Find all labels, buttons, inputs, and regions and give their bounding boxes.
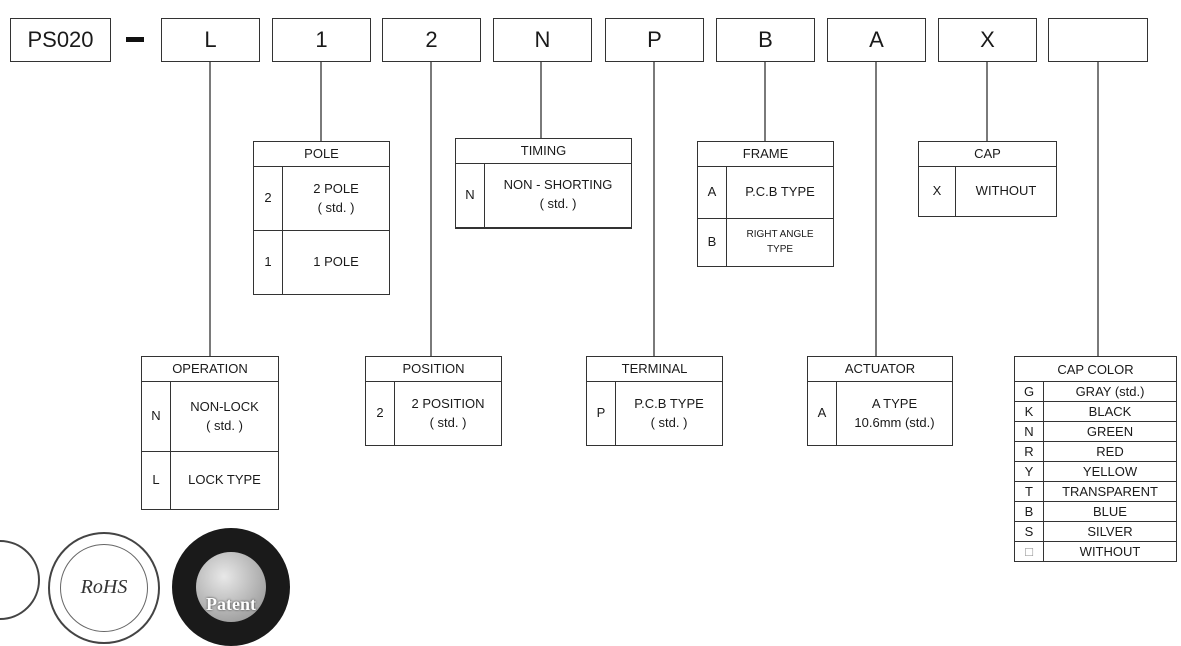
code-box-cap-color <box>1048 18 1148 62</box>
terminal-table: TERMINAL P P.C.B TYPE( std. ) <box>586 356 723 446</box>
code-box-cap: X <box>938 18 1037 62</box>
color-code: K <box>1014 401 1044 422</box>
operation-desc: LOCK TYPE <box>170 451 279 510</box>
timing-code: N <box>455 163 485 228</box>
code-box-actuator: A <box>827 18 926 62</box>
code-box-pole: 1 <box>272 18 371 62</box>
operation-code: L <box>141 451 171 510</box>
separator-dash <box>126 37 144 42</box>
position-desc: 2 POSITION( std. ) <box>394 381 502 446</box>
terminal-desc: P.C.B TYPE( std. ) <box>615 381 723 446</box>
color-code: B <box>1014 501 1044 522</box>
frame-desc: P.C.B TYPE <box>726 166 834 219</box>
code-box-timing: N <box>493 18 592 62</box>
timing-table: TIMING N NON - SHORTING( std. ) <box>455 138 632 229</box>
cap-color-title: CAP COLOR <box>1014 356 1177 382</box>
position-title: POSITION <box>365 356 502 382</box>
pole-title: POLE <box>253 141 390 167</box>
color-code: Y <box>1014 461 1044 482</box>
color-desc: SILVER <box>1043 521 1177 542</box>
position-code: 2 <box>365 381 395 446</box>
timing-title: TIMING <box>455 138 632 164</box>
color-desc: BLUE <box>1043 501 1177 522</box>
frame-title: FRAME <box>697 141 834 167</box>
patent-seal-label: Patent <box>206 594 256 614</box>
color-desc: TRANSPARENT <box>1043 481 1177 502</box>
terminal-code: P <box>586 381 616 446</box>
color-code: T <box>1014 481 1044 502</box>
patent-seal-logo: Patent <box>172 528 290 646</box>
pole-code: 2 <box>253 166 283 231</box>
rohs-seal-label: RoHS <box>80 576 128 598</box>
pole-table: POLE 2 2 POLE( std. ) 1 1 POLE <box>253 141 390 295</box>
color-code: G <box>1014 381 1044 402</box>
pole-code: 1 <box>253 230 283 295</box>
color-desc: RED <box>1043 441 1177 462</box>
code-box-terminal: P <box>605 18 704 62</box>
color-code: S <box>1014 521 1044 542</box>
position-table: POSITION 2 2 POSITION( std. ) <box>365 356 502 446</box>
color-desc: YELLOW <box>1043 461 1177 482</box>
frame-code: A <box>697 166 727 219</box>
color-desc: BLACK <box>1043 401 1177 422</box>
color-code: R <box>1014 441 1044 462</box>
actuator-code: A <box>807 381 837 446</box>
color-desc: GRAY (std.) <box>1043 381 1177 402</box>
pole-desc: 2 POLE( std. ) <box>282 166 390 231</box>
operation-code: N <box>141 381 171 452</box>
color-desc: WITHOUT <box>1043 541 1177 562</box>
code-box-operation: L <box>161 18 260 62</box>
cap-code: X <box>918 166 956 217</box>
timing-desc: NON - SHORTING( std. ) <box>484 163 632 228</box>
terminal-title: TERMINAL <box>586 356 723 382</box>
color-code: □ <box>1014 541 1044 562</box>
cap-title: CAP <box>918 141 1057 167</box>
code-box-frame: B <box>716 18 815 62</box>
frame-code: B <box>697 218 727 267</box>
code-box-series: PS020 <box>10 18 111 62</box>
operation-desc: NON-LOCK( std. ) <box>170 381 279 452</box>
code-box-position: 2 <box>382 18 481 62</box>
pole-desc: 1 POLE <box>282 230 390 295</box>
rohs-seal-logo: RoHS <box>48 532 160 644</box>
color-desc: GREEN <box>1043 421 1177 442</box>
operation-title: OPERATION <box>141 356 279 382</box>
connector-lines <box>209 62 1099 356</box>
cap-table: CAP X WITHOUT <box>918 141 1057 217</box>
cap-desc: WITHOUT <box>955 166 1057 217</box>
operation-table: OPERATION N NON-LOCK( std. ) L LOCK TYPE <box>141 356 279 510</box>
actuator-title: ACTUATOR <box>807 356 953 382</box>
color-code: N <box>1014 421 1044 442</box>
